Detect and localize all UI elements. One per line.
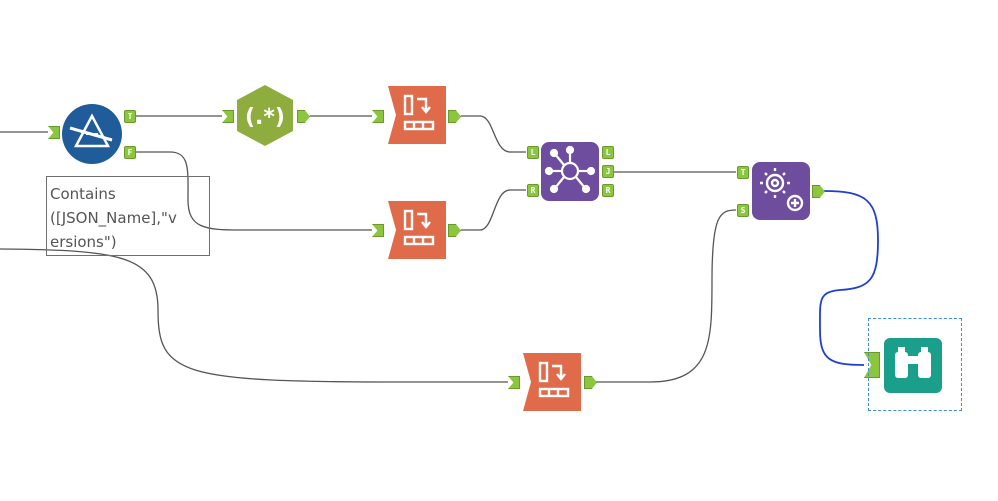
join-joined-output-anchor[interactable]: J bbox=[602, 165, 614, 178]
append-output-anchor[interactable] bbox=[812, 185, 825, 198]
browse-tool[interactable] bbox=[884, 338, 942, 393]
join-right-output-anchor[interactable]: R bbox=[602, 184, 614, 197]
filter-annotation[interactable]: Contains ([JSON_Name],"v ersions") bbox=[46, 176, 210, 256]
select-tool-1[interactable] bbox=[388, 86, 446, 144]
append-fields-icon bbox=[760, 168, 804, 212]
connection-select1-to-join-left[interactable] bbox=[461, 115, 526, 153]
browse-selection-box bbox=[868, 318, 962, 411]
select-icon bbox=[538, 361, 570, 398]
select2-output-anchor[interactable] bbox=[448, 224, 461, 237]
connection-select2-to-join-right[interactable] bbox=[461, 189, 526, 231]
append-source-anchor[interactable]: S bbox=[737, 204, 749, 217]
connection-append-to-browse[interactable] bbox=[819, 190, 879, 366]
select-tool-2[interactable] bbox=[388, 201, 446, 259]
connection-filter-false-to-select2[interactable] bbox=[136, 151, 372, 231]
regex-icon: (.*) bbox=[245, 105, 285, 130]
select1-output-anchor[interactable] bbox=[448, 110, 461, 123]
filter-tool[interactable] bbox=[62, 104, 122, 164]
join-right-input-anchor[interactable]: R bbox=[527, 184, 539, 197]
append-fields-tool[interactable] bbox=[752, 162, 810, 220]
join-tool[interactable] bbox=[541, 142, 599, 201]
join-left-input-anchor[interactable]: L bbox=[527, 146, 539, 159]
select-icon bbox=[403, 209, 435, 246]
append-target-anchor[interactable]: T bbox=[737, 166, 749, 179]
filter-true-anchor[interactable]: T bbox=[124, 110, 136, 123]
join-left-output-anchor[interactable]: L bbox=[602, 146, 614, 159]
connection-select3-to-append-source[interactable] bbox=[596, 209, 737, 383]
regex-tool[interactable]: (.*) bbox=[237, 85, 293, 146]
select-tool-3[interactable] bbox=[523, 353, 581, 411]
join-icon bbox=[544, 145, 596, 194]
regex-output-anchor[interactable] bbox=[297, 110, 310, 123]
select3-output-anchor[interactable] bbox=[584, 376, 597, 389]
connection-input-to-select3[interactable] bbox=[0, 248, 508, 383]
filter-false-anchor[interactable]: F bbox=[124, 146, 136, 159]
select-icon bbox=[403, 94, 435, 131]
browse-icon bbox=[895, 347, 931, 378]
filter-icon bbox=[69, 113, 113, 148]
